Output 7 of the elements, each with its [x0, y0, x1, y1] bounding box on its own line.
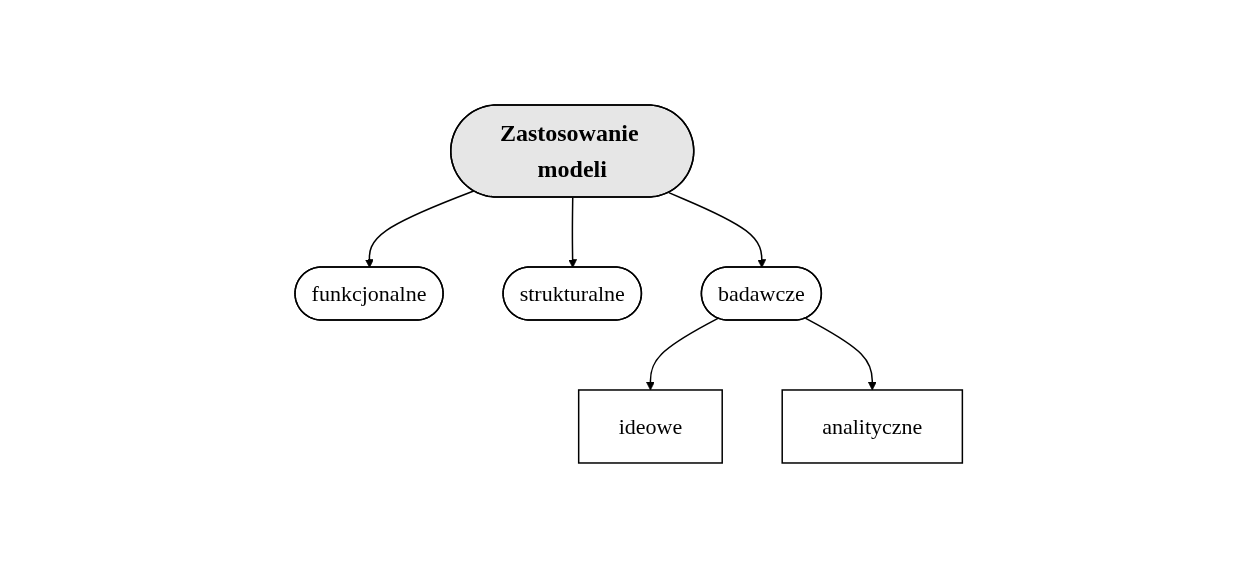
- node-box: ideowe: [577, 388, 723, 464]
- arrow: [568, 196, 577, 268]
- node-box: analityczne: [781, 388, 963, 464]
- arrow: [667, 191, 766, 268]
- arrow: [804, 317, 877, 390]
- arrow: [645, 317, 719, 390]
- arrow: [364, 189, 475, 268]
